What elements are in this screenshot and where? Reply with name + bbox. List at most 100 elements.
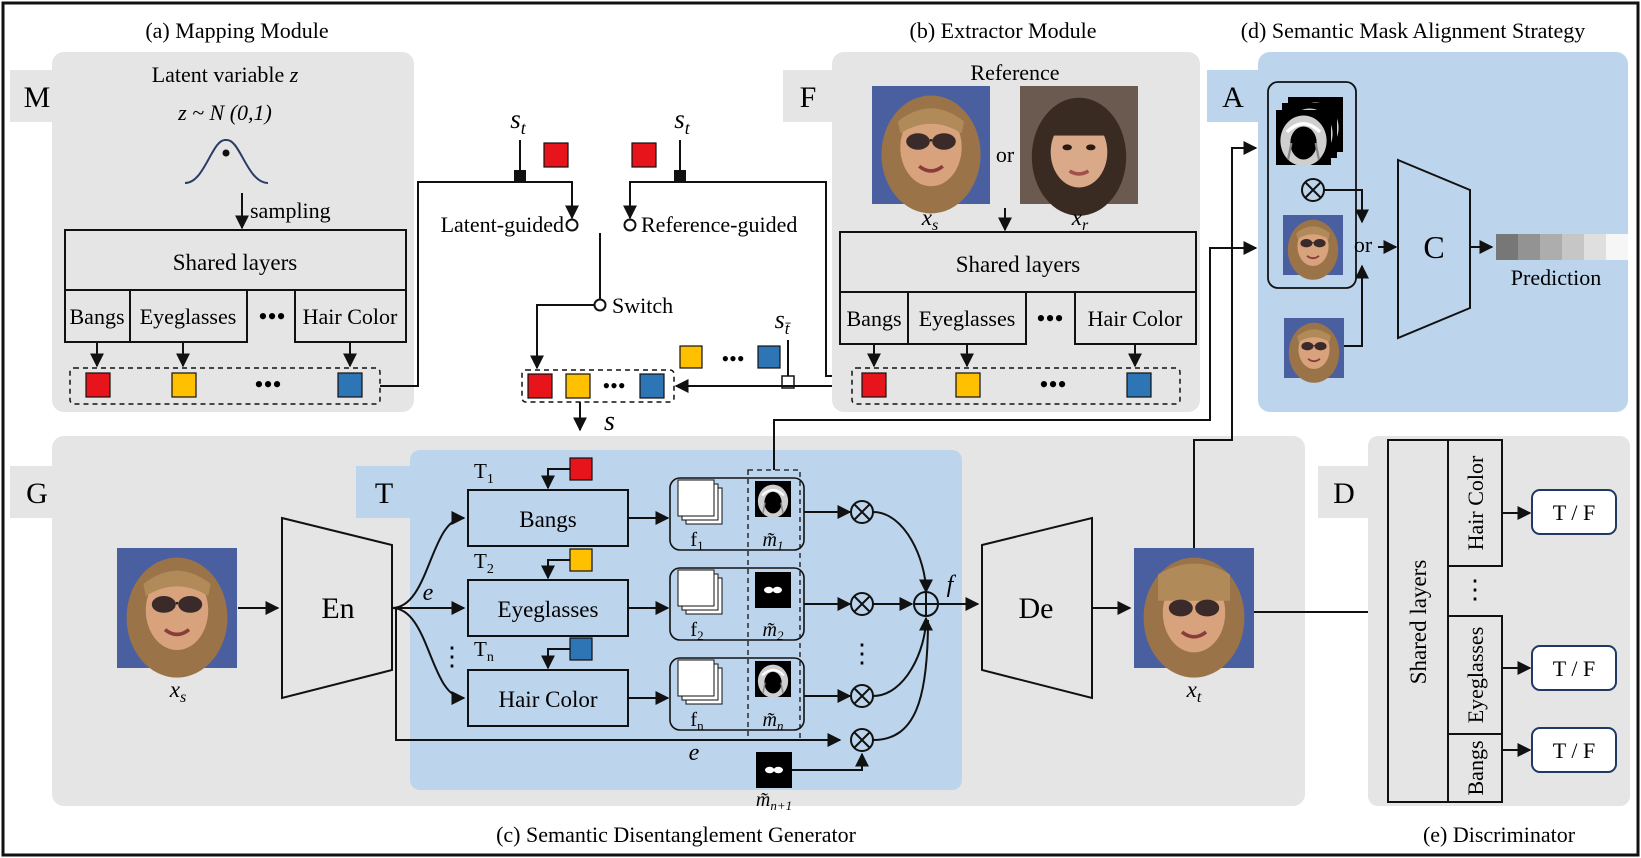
transform-vertical-ellipsis: ⋮ [439, 642, 465, 671]
mapping-ellipsis: ••• [258, 302, 285, 331]
classifier-label: C [1423, 229, 1444, 265]
m2-label: m̃2 [763, 619, 784, 643]
prediction-cell [1518, 234, 1540, 260]
extractor-ellipsis: ••• [1036, 304, 1063, 333]
tbar-ellipsis: ••• [721, 346, 744, 371]
alignment-face-xt [1283, 317, 1345, 384]
mapping-branch-bangs-label: Bangs [70, 304, 125, 329]
latent-variable-label: Latent variable z [152, 62, 299, 87]
prediction-cell [1584, 234, 1606, 260]
extractor-shared-label: Shared layers [956, 252, 1081, 277]
multiply-nodes: ⋮ m̃n+1 [756, 500, 875, 813]
st-right-code [631, 142, 657, 168]
mapping-module: M (a) Mapping Module Latent variable z z… [10, 18, 414, 412]
t1-style-code [569, 457, 593, 481]
mn1-label: m̃n+1 [756, 789, 792, 813]
tf-output-1 [1531, 489, 1617, 535]
transform-haircolor [467, 669, 629, 727]
tbar-code-blue [757, 345, 781, 369]
extractor-branch-eyeglasses-label: Eyeglasses [919, 306, 1016, 331]
transform-bangs [467, 489, 629, 547]
mask-stack [1274, 108, 1333, 168]
decoder-label: De [1019, 592, 1054, 625]
tbar-code-yellow [679, 345, 703, 369]
extractor-branch-bangs-label: Bangs [847, 306, 902, 331]
alignment-title: (d) Semantic Mask Alignment Strategy [1241, 18, 1586, 43]
combined-codes-ellipsis: ••• [602, 373, 625, 398]
discriminator-module: D (e) Discriminator Shared layers Hair C… [1318, 436, 1630, 847]
discriminator-shared-label: Shared layers [1406, 560, 1431, 685]
m1-label: m̃1 [763, 529, 784, 553]
f-label: f [947, 572, 957, 598]
encoder-label: En [321, 592, 354, 625]
transform-eyeglasses-label: Eyeglasses [498, 597, 599, 622]
combined-code-red [527, 373, 553, 399]
alignment-input-group [1267, 81, 1357, 289]
combined-style-codes [521, 369, 675, 403]
disc-branch-haircolor [1447, 439, 1503, 567]
transform-bangs-label: Bangs [519, 507, 577, 532]
fn-label: fn [690, 709, 704, 733]
generator-tag: G [26, 477, 48, 510]
reference-guided-label: Reference-guided [641, 212, 797, 237]
feature-f1 [677, 479, 715, 517]
output-xt-label: xt [1186, 677, 1202, 706]
st-left-label: st [510, 104, 527, 138]
mask-mn [753, 659, 793, 699]
extractor-branch-haircolor-label: Hair Color [1088, 306, 1183, 331]
generator-module: G (c) Semantic Disentanglement Generator… [10, 141, 1387, 847]
f2-label: f2 [690, 619, 703, 643]
e-label-bottom: e [689, 740, 700, 766]
extractor-code-red [861, 372, 887, 398]
extractor-or: or [996, 142, 1015, 167]
mapping-shared-label: Shared layers [173, 250, 298, 275]
distribution-label: z ~ N (0,1) [177, 100, 272, 125]
sampling-label: sampling [250, 198, 331, 223]
mask-mn1 [756, 752, 792, 788]
t1-label: T1 [474, 459, 494, 487]
mapping-branch-haircolor-label: Hair Color [303, 304, 398, 329]
style-code-red [85, 372, 111, 398]
mask-m1 [753, 479, 793, 519]
mapping-tag: M [24, 81, 51, 114]
s-output-label: s [604, 406, 615, 437]
tf-output-3-label: T / F [1553, 738, 1595, 763]
extractor-shared-layers [839, 231, 1197, 293]
discriminator-shared-layers [1387, 439, 1449, 803]
disc-branch-haircolor-label: Hair Color [1463, 455, 1488, 550]
disc-branch-eyeglasses-label: Eyeglasses [1463, 627, 1488, 724]
transform-tag: T [375, 477, 393, 510]
decoder-block [981, 516, 1093, 700]
output-face-xt [1132, 546, 1256, 680]
prediction-cell [1606, 234, 1628, 260]
t2-label: T2 [474, 549, 494, 577]
discriminator-title: (e) Discriminator [1423, 822, 1576, 847]
extractor-code-yellow [955, 372, 981, 398]
tf-output-3 [1531, 727, 1617, 773]
e-label-top: e [423, 580, 434, 606]
mapping-codes-ellipsis: ••• [254, 370, 281, 399]
st-left-code [543, 142, 569, 168]
style-code-blue [337, 372, 363, 398]
classifier-block [1397, 158, 1471, 340]
disc-branch-bangs-label: Bangs [1463, 741, 1488, 796]
feature-fn [677, 659, 715, 697]
alignment-module: (d) Semantic Mask Alignment Strategy A o… [1207, 18, 1628, 412]
mapping-title: (a) Mapping Module [145, 18, 328, 43]
reference-face-xs [870, 84, 992, 216]
input-face-xs [115, 546, 239, 680]
prediction-cell [1540, 234, 1562, 260]
latent-guided-label: Latent-guided [441, 212, 564, 237]
reference-label: Reference [970, 60, 1059, 85]
extractor-branch-bangs [839, 291, 909, 345]
alignment-tag: A [1222, 81, 1244, 114]
tf-output-2-label: T / F [1553, 656, 1595, 681]
disc-vertical-ellipsis: ⋮ [1462, 575, 1488, 604]
t2-style-code [569, 548, 593, 572]
mapping-branch-eyeglasses [129, 289, 248, 343]
style-code-yellow [171, 372, 197, 398]
prediction-cell [1562, 234, 1584, 260]
tn-style-code [569, 637, 593, 661]
discriminator-tag: D [1333, 477, 1355, 510]
